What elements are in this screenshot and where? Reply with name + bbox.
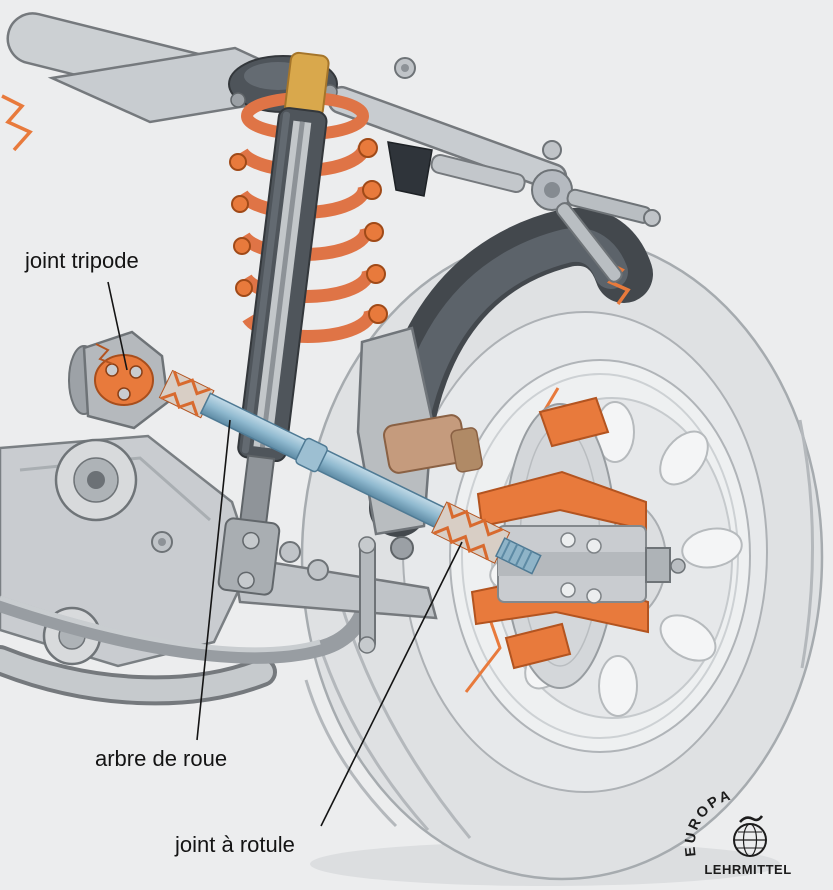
subframe-bushing-bolt — [87, 471, 105, 489]
drive-shaft — [158, 369, 542, 575]
inner-boot-corrugation — [160, 391, 199, 417]
subframe — [0, 434, 438, 706]
upper-joint-center — [544, 182, 560, 198]
outer-boot-corrugation — [433, 525, 489, 561]
tripod-roller — [105, 363, 119, 377]
lower-ball-joint — [390, 536, 414, 560]
bolt-head — [307, 559, 329, 581]
disc-cut-top — [538, 396, 610, 448]
clamp-bolt — [242, 531, 260, 550]
link-rod — [555, 202, 623, 283]
stabilizer-drop-link — [359, 537, 376, 651]
drop-link-bolt — [358, 536, 376, 554]
bolt-head — [643, 209, 661, 227]
rim-vent-hole — [598, 655, 638, 717]
spring-cut-section — [231, 195, 249, 213]
spring-cut-section — [229, 153, 247, 171]
spring-cut-section — [235, 279, 253, 297]
axle-nut — [645, 547, 671, 583]
rack-cut-zigzag — [1, 94, 33, 152]
spring-cut-section — [366, 264, 386, 284]
shock-absorber — [217, 51, 330, 596]
tripod-roller — [129, 365, 143, 379]
mount-nut — [230, 92, 246, 108]
rim-vent-hole — [659, 614, 717, 662]
leader-line-joint-a-rotule — [320, 541, 463, 827]
label-joint-a-rotule: joint à rotule — [174, 832, 295, 857]
piston-rod — [259, 121, 305, 448]
spring-cut-section — [233, 237, 251, 255]
shaft-collar — [295, 437, 328, 473]
brake-pad — [450, 427, 483, 473]
bearing-ball — [560, 532, 576, 548]
leader-line-joint-tripode — [107, 281, 128, 371]
rim-vent-hole — [681, 527, 743, 569]
bolt-head-center — [401, 64, 409, 72]
upper-control-arm — [47, 46, 661, 283]
upper-stub-axle — [430, 153, 526, 194]
lower-arm-blade — [0, 649, 273, 702]
outer-boot-corrugation — [447, 502, 503, 537]
label-arbre-de-roue: arbre de roue — [95, 746, 227, 771]
strut-clamp — [217, 517, 281, 596]
damper-tube-highlight — [241, 111, 291, 454]
stabilizer-bar-highlight — [0, 595, 321, 653]
spring-cut-section — [368, 304, 388, 324]
spring-cut-section — [364, 222, 384, 242]
inner-boot-corrugation — [172, 370, 211, 396]
lizard-icon — [739, 815, 764, 823]
wheel-stud — [670, 558, 686, 574]
bearing-ball — [560, 582, 576, 598]
leader-line-arbre-de-roue — [196, 419, 231, 741]
steering-knuckle — [356, 326, 483, 560]
rim-vent-hole — [659, 430, 709, 486]
bolt-head — [542, 140, 562, 160]
spring-cut-section — [358, 138, 378, 158]
tripod-roller — [117, 387, 131, 401]
bearing-ball — [586, 588, 602, 604]
bolt-head-center — [158, 538, 166, 546]
disc-cut-bottom — [504, 622, 572, 670]
shaft-splines — [500, 540, 533, 570]
hub-assembly — [470, 470, 686, 634]
bearing-ball — [586, 538, 602, 554]
label-joint-tripode: joint tripode — [24, 248, 139, 273]
spring-coil — [238, 226, 373, 261]
tire-tread-groove — [316, 639, 430, 831]
clamp-bolt — [237, 571, 255, 590]
bolt-head — [279, 541, 301, 563]
logo-wordmark: LEHRMITTEL — [704, 862, 791, 877]
tire-tread-groove — [798, 419, 814, 669]
tripod-cut-zigzag — [95, 343, 114, 365]
spring-cut-section — [362, 180, 382, 200]
globe-icon — [733, 815, 767, 857]
drop-link-bolt — [358, 636, 376, 654]
tire-tread-groove — [304, 679, 398, 828]
ball-joint-boot — [387, 141, 433, 197]
